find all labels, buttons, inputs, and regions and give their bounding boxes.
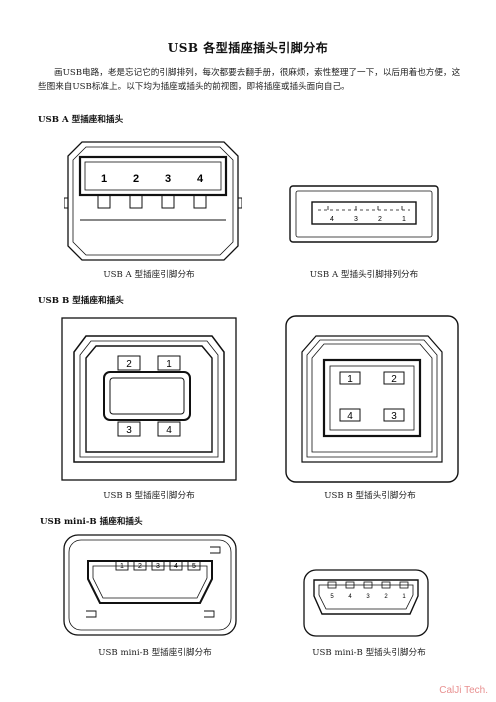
intro-paragraph: 画USB电路，老是忘记它的引脚排列，每次都要去翻手册，很麻烦，索性整理了一下，以… (38, 68, 461, 92)
usb-a-plug-pin-4: 4 (330, 216, 334, 223)
page-title: USB 各型插座插头引脚分布 (167, 41, 329, 55)
usb-b-plug-pin-3: 3 (391, 411, 397, 422)
usb-b-receptacle-pin-2: 2 (126, 359, 132, 370)
caption-usb-mini-b-plug: USB mini-B 型插头引脚分布 (312, 648, 426, 658)
section-heading-usb-b: USB B 型插座和插头 (38, 296, 124, 306)
caption-usb-a-receptacle: USB A 型插座引脚分布 (103, 270, 195, 280)
usb-a-plug-pin-1: 1 (402, 216, 406, 223)
usb-a-receptacle-pin-3: 3 (165, 173, 171, 185)
section-heading-usb-mini-b: USB mini-B 插座和插头 (40, 517, 143, 527)
usb-mini-b-plug-diagram: 5 4 3 2 1 (303, 569, 429, 637)
usb-a-receptacle-pin-2: 2 (133, 173, 139, 185)
usb-mini-b-receptacle-pin-2: 2 (138, 563, 142, 570)
usb-mini-b-receptacle-pin-4: 4 (174, 563, 178, 570)
usb-mini-b-plug-pin-4: 4 (348, 594, 352, 600)
usb-mini-b-plug-pin-5: 5 (330, 594, 334, 600)
usb-a-plug-pin-2: 2 (378, 216, 382, 223)
caption-usb-b-plug: USB B 型插头引脚分布 (324, 491, 416, 501)
usb-b-receptacle-pin-4: 4 (166, 425, 172, 436)
caption-usb-a-plug: USB A 型插头引脚排列分布 (309, 270, 419, 280)
usb-b-plug-pin-4: 4 (347, 411, 353, 422)
caption-usb-mini-b-receptacle: USB mini-B 型插座引脚分布 (98, 648, 212, 658)
watermark: CalJi Tech. (439, 685, 488, 696)
usb-mini-b-plug-pin-2: 2 (384, 594, 388, 600)
usb-mini-b-receptacle-pin-3: 3 (156, 563, 160, 570)
usb-mini-b-receptacle-pin-5: 5 (192, 563, 196, 570)
usb-b-plug-pin-2: 2 (391, 374, 397, 385)
usb-mini-b-plug-pin-3: 3 (366, 594, 370, 600)
usb-b-plug-pin-1: 1 (347, 374, 353, 385)
usb-b-plug-diagram: 1 2 4 3 (285, 315, 459, 483)
usb-mini-b-plug-pin-1: 1 (402, 594, 406, 600)
usb-b-receptacle-pin-3: 3 (126, 425, 132, 436)
usb-a-receptacle-pin-4: 4 (197, 173, 204, 185)
section-heading-usb-a: USB A 型插座和插头 (38, 115, 124, 125)
usb-b-receptacle-pin-1: 1 (166, 359, 172, 370)
usb-a-receptacle-diagram: 1 2 3 4 (64, 141, 242, 261)
usb-mini-b-receptacle-pin-1: 1 (120, 563, 124, 570)
usb-b-receptacle-diagram: 2 1 3 4 (61, 317, 237, 481)
usb-a-plug-diagram: 4 3 2 1 (289, 185, 439, 243)
usb-mini-b-receptacle-diagram: 1 2 3 4 5 (63, 534, 237, 636)
usb-a-plug-pin-3: 3 (354, 216, 358, 223)
caption-usb-b-receptacle: USB B 型插座引脚分布 (103, 491, 195, 501)
usb-a-receptacle-pin-1: 1 (101, 173, 107, 185)
